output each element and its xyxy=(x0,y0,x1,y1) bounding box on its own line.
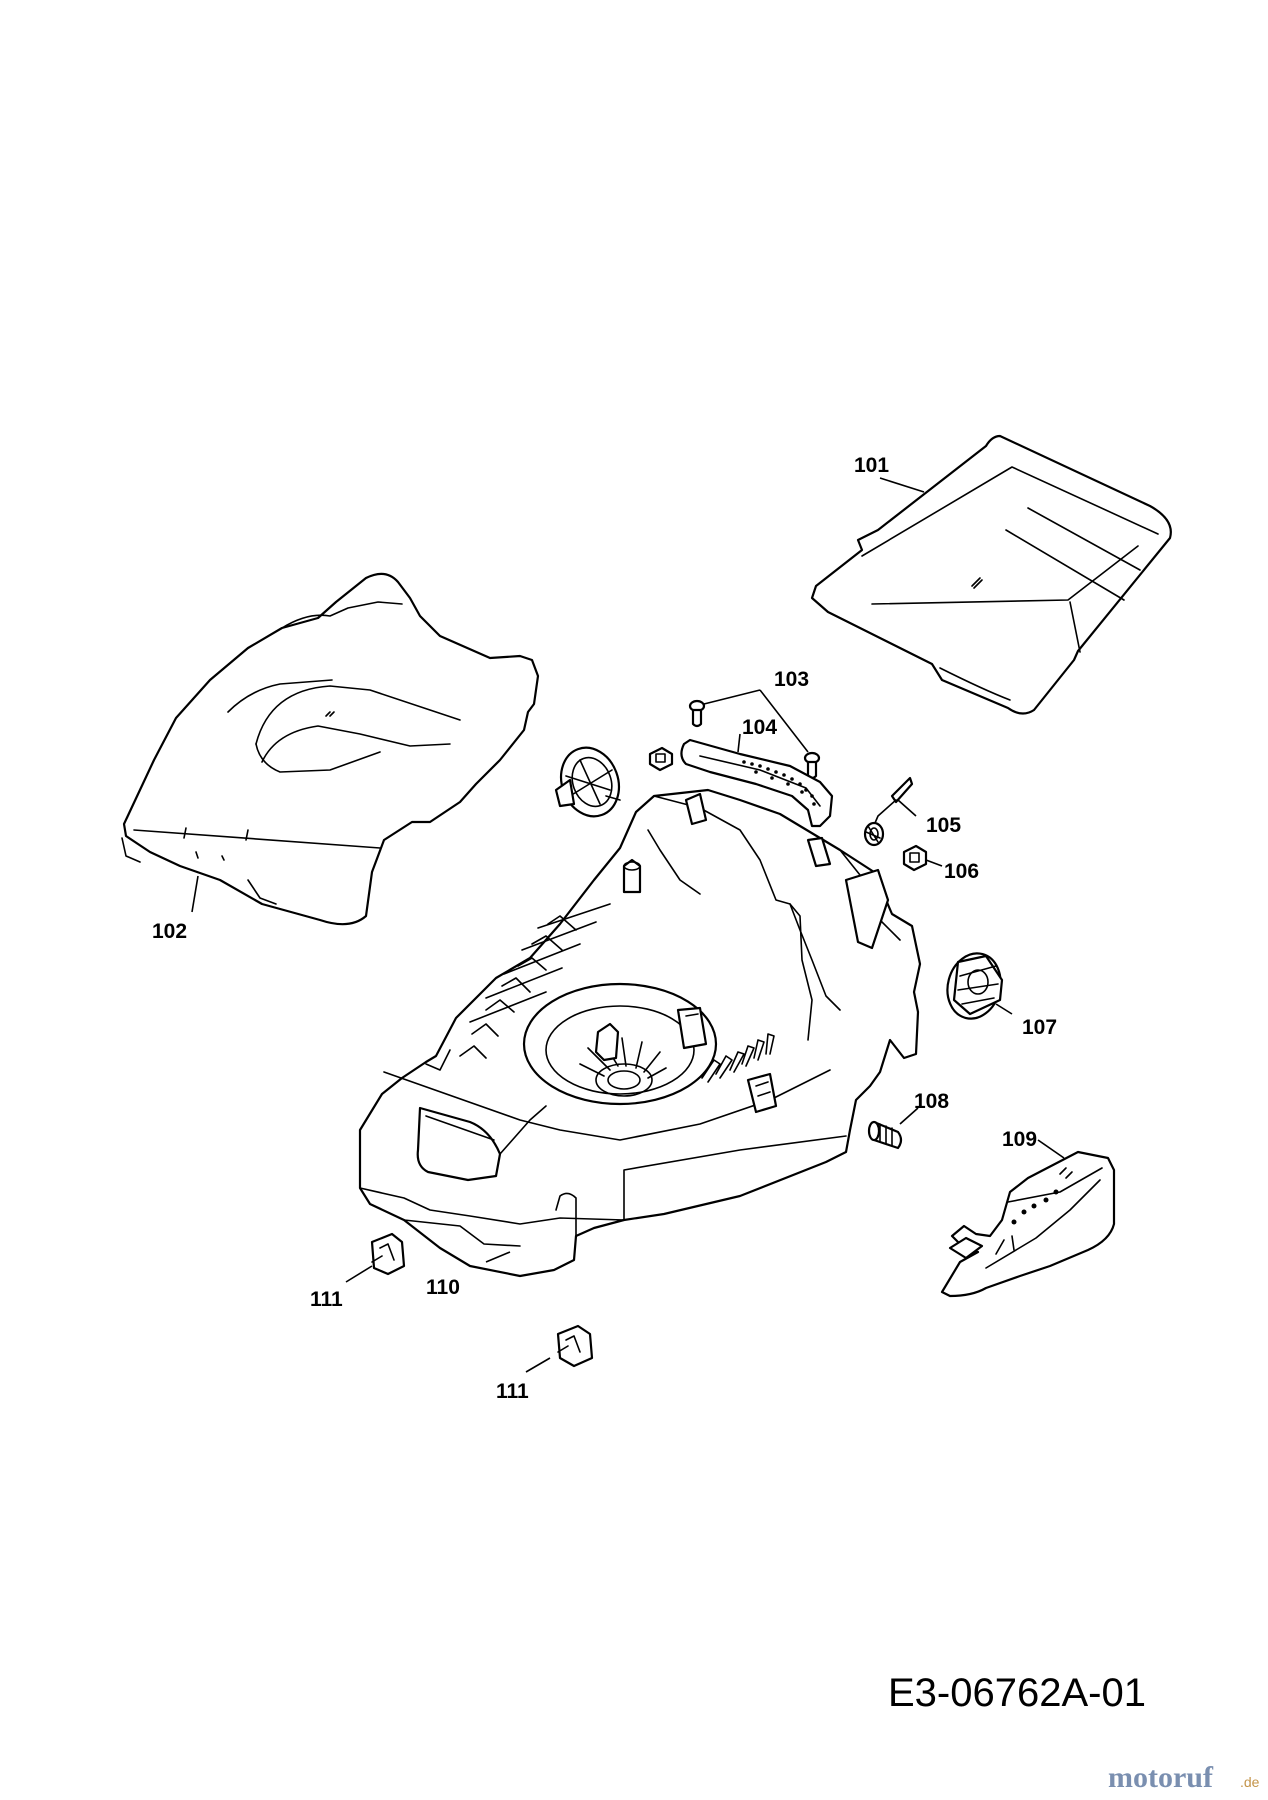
callout-106: 106 xyxy=(944,860,979,883)
document-id: E3-06762A-01 xyxy=(888,1671,1146,1715)
callout-105: 105 xyxy=(926,814,961,837)
callout-103: 103 xyxy=(774,668,809,691)
callout-108: 108 xyxy=(914,1090,949,1113)
leader-109 xyxy=(1037,1139,1065,1159)
bracket-hole-pattern xyxy=(742,760,816,806)
leader-105 xyxy=(897,799,917,817)
part-105-spring xyxy=(863,776,914,847)
leader-104 xyxy=(737,733,741,753)
leader-107 xyxy=(995,1003,1013,1015)
part-103-screws xyxy=(688,699,821,780)
part-102-cover xyxy=(121,572,540,926)
callout-104: 104 xyxy=(742,716,777,739)
callout-111-upper: 111 xyxy=(310,1288,343,1311)
leader-111b xyxy=(525,1357,551,1373)
part-111-clip-lower xyxy=(556,1324,594,1368)
part-101-lid xyxy=(810,434,1172,715)
watermark-suffix: .de xyxy=(1240,1774,1260,1790)
watermark: motoruf .de xyxy=(1108,1761,1260,1794)
part-111-clip-upper xyxy=(370,1232,406,1276)
leader-lines xyxy=(191,477,1065,1373)
leader-102 xyxy=(191,875,199,913)
callout-111-lower: 111 xyxy=(496,1380,529,1403)
part-107-knob xyxy=(946,952,1004,1020)
callout-109: 109 xyxy=(1002,1128,1037,1151)
leader-101 xyxy=(879,477,925,493)
lever-scale-marks xyxy=(1011,1167,1073,1225)
watermark-text: motoruf xyxy=(1108,1761,1214,1794)
nut-small xyxy=(648,746,674,772)
callout-107: 107 xyxy=(1022,1016,1057,1039)
part-108-pin xyxy=(867,1120,903,1150)
callout-102: 102 xyxy=(152,920,187,943)
wheel-cap xyxy=(554,746,621,818)
callout-110: 110 xyxy=(426,1276,460,1299)
leader-103 xyxy=(703,689,809,753)
part-106-nut xyxy=(902,844,928,872)
leader-111a xyxy=(345,1265,373,1283)
callout-101: 101 xyxy=(854,454,889,477)
leader-110 xyxy=(485,1251,511,1263)
leader-108 xyxy=(899,1107,919,1125)
leader-106 xyxy=(925,859,943,867)
callout-labels: 101 102 103 104 105 106 107 108 109 110 … xyxy=(152,454,1057,1403)
part-110-chassis xyxy=(358,788,922,1278)
part-109-lever xyxy=(940,1150,1116,1298)
part-104-bracket xyxy=(680,738,834,828)
